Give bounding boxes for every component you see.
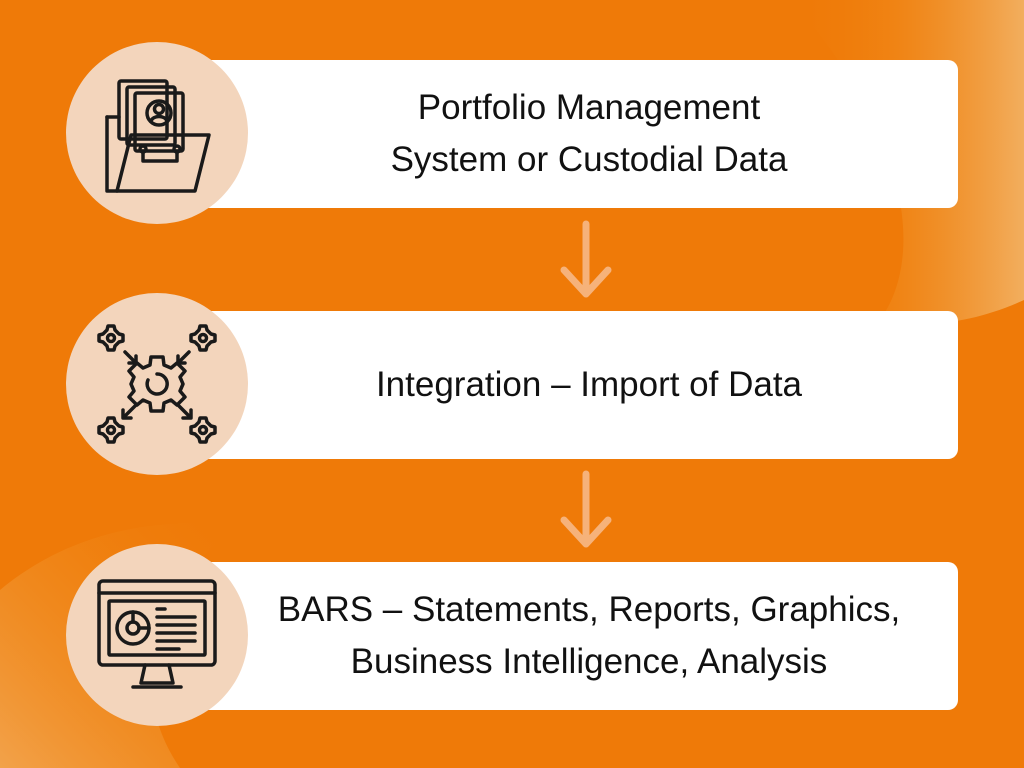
step-1-line-2: System or Custodial Data [390, 140, 788, 179]
step-2-icon-circle [66, 293, 248, 475]
step-1-text: Portfolio Management System or Custodial… [391, 82, 788, 186]
folder-document-icon [105, 79, 211, 193]
step-2-line-1: Integration – Import of Data [375, 365, 803, 404]
down-arrow-icon [560, 220, 612, 298]
step-card-1: Portfolio Management System or Custodial… [200, 60, 958, 208]
center-gear-icon [127, 355, 187, 413]
step-card-3: BARS – Statements, Reports, Graphics, Bu… [200, 562, 958, 710]
step-3-text: BARS – Statements, Reports, Graphics, Bu… [278, 584, 900, 688]
step-3-icon-circle [66, 544, 248, 726]
step-2-text: Integration – Import of Data [376, 359, 802, 411]
step-3-line-1: BARS – Statements, Reports, Graphics, [277, 590, 901, 629]
down-arrow-icon [560, 470, 612, 548]
step-1-line-1: Portfolio Management [417, 88, 761, 127]
monitor-report-icon [97, 579, 217, 689]
step-3-line-2: Business Intelligence, Analysis [350, 642, 828, 681]
step-card-2: Integration – Import of Data [200, 311, 958, 459]
step-1-icon-circle [66, 42, 248, 224]
integration-gears-icon [97, 324, 217, 444]
